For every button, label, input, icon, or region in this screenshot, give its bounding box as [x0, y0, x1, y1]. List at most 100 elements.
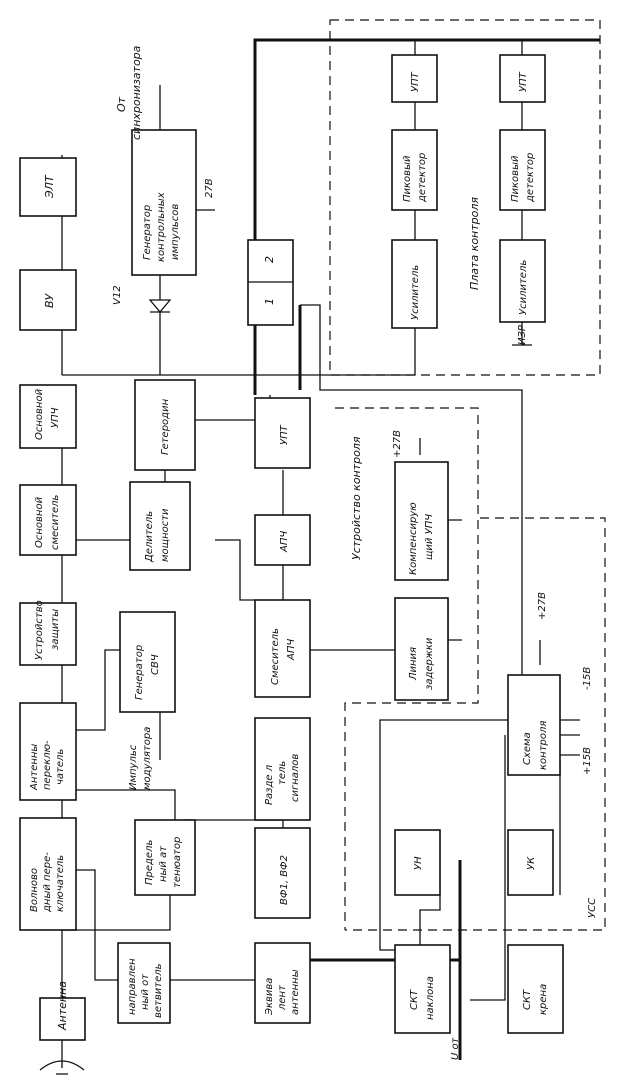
block-afc-mixer: Смеситель АПЧ — [254, 599, 311, 698]
svg-text:УН: УН — [413, 856, 424, 870]
block-local-oscillator: Гетеродин — [134, 379, 196, 471]
svg-text:Усилитель: Усилитель — [410, 265, 421, 320]
v27-gen-label: 27В — [204, 178, 215, 198]
svg-text:задержки: задержки — [424, 637, 435, 690]
control-device-label: Устройство контроля — [350, 436, 363, 560]
svg-text:Волново: Волново — [29, 868, 40, 912]
block-power-divider: Делитель мощности — [129, 481, 191, 571]
svg-text:ный от: ный от — [140, 973, 151, 1010]
block-antenna: Антенна — [39, 981, 86, 1041]
antenna-label: Антенна — [56, 981, 69, 1031]
block-uk: УК — [507, 829, 554, 896]
vp15-label: +15В — [582, 747, 593, 775]
block-waveguide-switch: Волново дный пере- ключатель — [19, 817, 77, 931]
svg-text:Схема: Схема — [522, 732, 533, 765]
svg-text:тель: тель — [277, 761, 288, 785]
svg-text:2: 2 — [263, 256, 276, 263]
svg-text:ветвитель: ветвитель — [153, 963, 164, 1018]
block-bpf: ВФ1, ВФ2 — [254, 827, 311, 919]
svg-text:Пиковый: Пиковый — [510, 155, 521, 202]
svg-text:УПЧ: УПЧ — [50, 407, 61, 428]
svg-text:ключатель: ключатель — [55, 855, 66, 912]
ucc-boundary — [345, 517, 606, 931]
svg-text:переклю-: переклю- — [42, 740, 53, 790]
svg-text:детектор: детектор — [525, 153, 536, 203]
svg-text:контрольных: контрольных — [156, 192, 167, 262]
from-sync-label-2: синхронизатора — [130, 45, 143, 140]
svg-text:СКТ: СКТ — [409, 989, 420, 1010]
mod-pulse-label-1: Импульс — [128, 744, 139, 790]
svg-text:щий УПЧ: щий УПЧ — [424, 514, 435, 560]
svg-text:АПЧ: АПЧ — [279, 531, 290, 553]
block-attenuator: Предель ный ат тенюатор — [134, 819, 196, 896]
svg-text:чатель: чатель — [55, 749, 66, 785]
svg-text:ный ат: ный ат — [158, 845, 169, 882]
block-upt-afc: УПТ — [254, 397, 311, 469]
block-equiv-antenna: Эквива лент антенны — [254, 942, 311, 1024]
svg-text:Эквива: Эквива — [264, 978, 275, 1016]
ucc-label: УСС — [587, 898, 598, 918]
svg-text:тенюатор: тенюатор — [172, 837, 183, 888]
svg-text:Гетеродин: Гетеродин — [160, 398, 171, 455]
svg-text:СКТ: СКТ — [522, 989, 533, 1010]
block-skt-tilt: СКТ наклона — [394, 944, 451, 1034]
svg-text:УПТ: УПТ — [410, 71, 421, 92]
svg-text:УПТ: УПТ — [279, 424, 290, 445]
block-antenna-switch: Антенны переклю- чатель — [19, 702, 77, 801]
svg-text:направлен: направлен — [127, 958, 138, 1015]
block-afc: АПЧ — [254, 514, 311, 566]
svg-text:СВЧ: СВЧ — [150, 654, 161, 675]
svg-text:Устройство: Устройство — [34, 600, 45, 660]
block-crt: ЭЛТ — [19, 157, 77, 217]
block-directional-coupler: направлен ный от ветвитель — [117, 942, 171, 1024]
block-vu: ВУ — [19, 269, 77, 331]
svg-text:детектор: детектор — [417, 153, 428, 203]
block-main-if-amp: Основной УПЧ — [19, 384, 77, 449]
svg-text:Антенны: Антенны — [29, 744, 40, 791]
svg-text:Смеситель: Смеситель — [270, 628, 281, 685]
izr-label: ИЗР — [517, 324, 528, 345]
svg-text:сигналов: сигналов — [290, 754, 301, 802]
svg-text:АПЧ: АПЧ — [286, 639, 297, 661]
svg-text:ЭЛТ: ЭЛТ — [43, 174, 56, 199]
svg-text:Предель: Предель — [144, 840, 155, 885]
svg-text:мощности: мощности — [160, 508, 171, 562]
svg-text:1: 1 — [263, 298, 276, 305]
block-protection: Устройство защиты — [19, 600, 77, 666]
svg-text:Делитель: Делитель — [144, 511, 155, 563]
block-control-pulse-generator: Генератор контрольных импульсов — [131, 129, 197, 276]
block-peak-detector-2: Пиковый детектор — [499, 129, 546, 211]
control-bus — [253, 38, 600, 1060]
block-peak-detector-1: Пиковый детектор — [391, 129, 438, 211]
block-uhf-generator: Генератор СВЧ — [119, 611, 176, 713]
block-main-mixer: Основной смеситель — [19, 484, 77, 556]
block-amp-2: Усилитель — [499, 239, 546, 323]
v27-comp-label: +27В — [392, 430, 403, 458]
v27-ctrl-label: +27В — [537, 592, 548, 620]
svg-text:дный пере-: дный пере- — [42, 852, 53, 913]
svg-text:защиты: защиты — [50, 609, 61, 650]
block-skt-roll: СКТ крена — [507, 944, 564, 1034]
svg-text:Генератор: Генератор — [142, 205, 153, 260]
svg-text:Пиковый: Пиковый — [402, 155, 413, 202]
svg-text:наклона: наклона — [425, 976, 436, 1020]
svg-text:контроля: контроля — [538, 721, 549, 770]
mod-pulse-label-2: модулятора — [142, 727, 153, 790]
block-switch: 1 2 — [247, 239, 294, 326]
block-signal-separator: Разде л тель сигналов — [254, 717, 311, 821]
vm15-label: -15В — [582, 667, 593, 690]
svg-text:Разде л: Разде л — [264, 764, 275, 805]
block-amp-1: Усилитель — [391, 239, 438, 329]
svg-text:Усилитель: Усилитель — [518, 260, 529, 315]
block-upt-2: УПТ — [499, 54, 546, 103]
v12-label: V12 — [112, 285, 123, 305]
block-control-circuit: Схема контроля — [507, 674, 561, 776]
svg-text:Генератор: Генератор — [134, 645, 145, 700]
control-device-boundary — [335, 407, 479, 930]
svg-text:антенны: антенны — [290, 969, 301, 1015]
svg-text:смеситель: смеситель — [50, 494, 61, 550]
block-un: УН — [394, 829, 441, 896]
svg-text:Линия: Линия — [408, 647, 419, 681]
svg-text:УПТ: УПТ — [518, 71, 529, 92]
